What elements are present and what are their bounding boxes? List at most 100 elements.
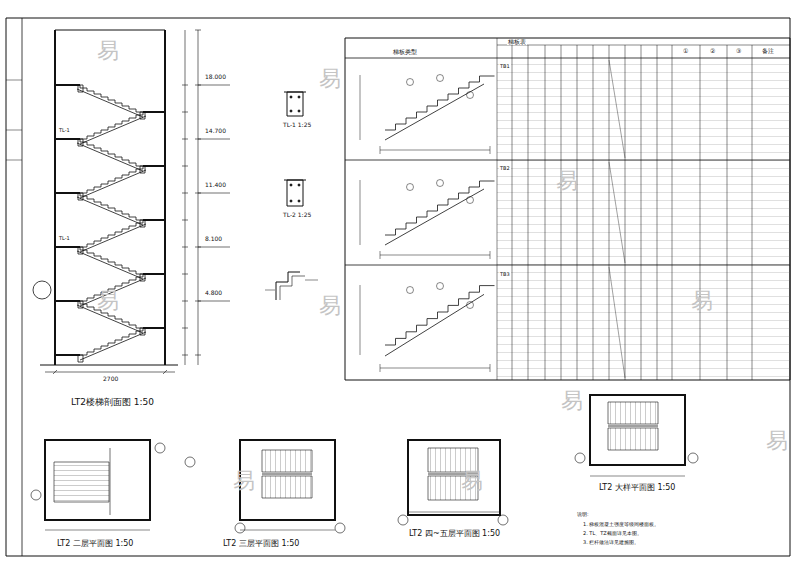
drawing-rect <box>287 92 303 116</box>
drawing-line <box>345 160 790 161</box>
drawing-line <box>497 45 790 46</box>
drawing-line <box>55 30 165 31</box>
drawing-line <box>6 130 22 131</box>
drawing-label: ③ <box>735 48 742 54</box>
drawing-rect <box>287 180 303 206</box>
drawing-rect <box>45 440 150 520</box>
watermark: 易 <box>460 470 484 492</box>
watermark: 易 <box>765 430 789 452</box>
drawing-path <box>497 38 752 380</box>
drawing-label: ② <box>709 48 716 54</box>
drawing-circle <box>688 453 698 463</box>
watermark: 易 <box>690 290 714 312</box>
drawing-circle <box>437 75 444 82</box>
drawing-path <box>280 276 305 300</box>
drawing-label: TB2 <box>499 166 511 171</box>
drawing-line <box>380 150 490 151</box>
drawing-line <box>6 80 22 81</box>
watermark: 易 <box>318 295 342 317</box>
drawing-line <box>45 530 150 531</box>
drawing-line <box>54 30 56 365</box>
drawing-line <box>305 280 318 281</box>
drawing-rect <box>345 38 790 380</box>
schedule-table <box>345 38 790 380</box>
drawing-label: 18.000 <box>204 74 227 80</box>
drawing-rect <box>262 450 312 472</box>
drawing-line <box>198 30 199 365</box>
drawing-circle <box>498 515 508 525</box>
drawing-label: 8.100 <box>204 236 223 242</box>
drawing-label: TL-1 1:25 <box>282 122 312 128</box>
drawing-label: 2700 <box>102 376 119 382</box>
drawing-rect <box>590 395 685 465</box>
drawing-label: TB1 <box>499 64 511 69</box>
drawing-label: 梯板类型 <box>392 49 418 55</box>
drawing-line <box>198 139 230 140</box>
drawing-rect <box>408 440 500 515</box>
drawing-line <box>262 474 312 475</box>
title-strip <box>22 18 23 556</box>
drawing-line <box>198 247 230 248</box>
drawing-rect <box>497 58 790 380</box>
drawing-line <box>110 448 111 515</box>
drawing-line <box>360 75 361 140</box>
drawing-label: LT2楼梯剖面图 1:50 <box>70 398 155 407</box>
drawing-line <box>198 301 230 302</box>
drawing-use <box>385 181 495 245</box>
drawing-circle <box>437 283 444 290</box>
dimension-lines <box>45 30 230 374</box>
drawing-circle <box>31 490 41 500</box>
table-sketches <box>385 76 495 356</box>
drawing-line <box>490 146 491 154</box>
drawing-line <box>490 251 491 259</box>
drawing-line <box>590 476 685 477</box>
drawing-path <box>609 60 625 378</box>
drawing-label: TB3 <box>499 272 511 277</box>
drawing-use <box>385 76 495 140</box>
drawing-label: LT2 四~五层平面图 1:50 <box>408 530 501 538</box>
drawing-line <box>164 30 166 365</box>
drawing-label: LT2 大样平面图 1:50 <box>598 484 676 492</box>
stair-section <box>40 30 178 365</box>
drawing-circle <box>298 184 300 186</box>
drawing-circle <box>467 197 474 204</box>
watermark: 易 <box>96 40 120 62</box>
drawing-label: 说明: <box>576 512 590 517</box>
drawing-line <box>360 285 361 355</box>
drawing-circle <box>407 287 414 294</box>
drawing-path <box>53 370 167 374</box>
watermark: 易 <box>96 290 120 312</box>
drawing-rect <box>608 428 658 450</box>
drawing-label: 备注 <box>761 48 775 54</box>
drawing-line <box>6 160 22 161</box>
sketch-dimensions <box>360 75 490 373</box>
drawing-circle <box>467 302 474 309</box>
drawing-label: TL-1 <box>58 128 71 133</box>
drawing-circle <box>298 96 300 98</box>
drawing-label: 11.400 <box>204 182 227 188</box>
drawing-rect <box>54 462 109 502</box>
drawing-circle <box>467 92 474 99</box>
drawing-line <box>408 512 500 513</box>
drawing-label: ① <box>682 48 689 54</box>
drawing-line <box>380 146 381 154</box>
drawing-line <box>185 30 186 365</box>
drawing-label: LT2 三层平面图 1:50 <box>222 540 300 548</box>
drawing-circle <box>235 523 245 533</box>
drawing-label: 梯板表 <box>507 39 527 45</box>
drawing-line <box>490 364 491 372</box>
drawing-line <box>55 354 80 356</box>
watermark: 易 <box>232 470 256 492</box>
drawing-line <box>240 530 335 531</box>
drawing-line <box>345 265 790 266</box>
drawing-line <box>380 255 490 256</box>
watermark: 易 <box>560 390 584 412</box>
drawing-path <box>284 180 306 181</box>
drawing-circle <box>398 515 408 525</box>
drawing-path <box>182 85 188 355</box>
beam-details <box>265 92 318 300</box>
stair-flights <box>70 85 153 360</box>
drawing-circle <box>335 523 345 533</box>
drawing-line <box>265 290 275 291</box>
